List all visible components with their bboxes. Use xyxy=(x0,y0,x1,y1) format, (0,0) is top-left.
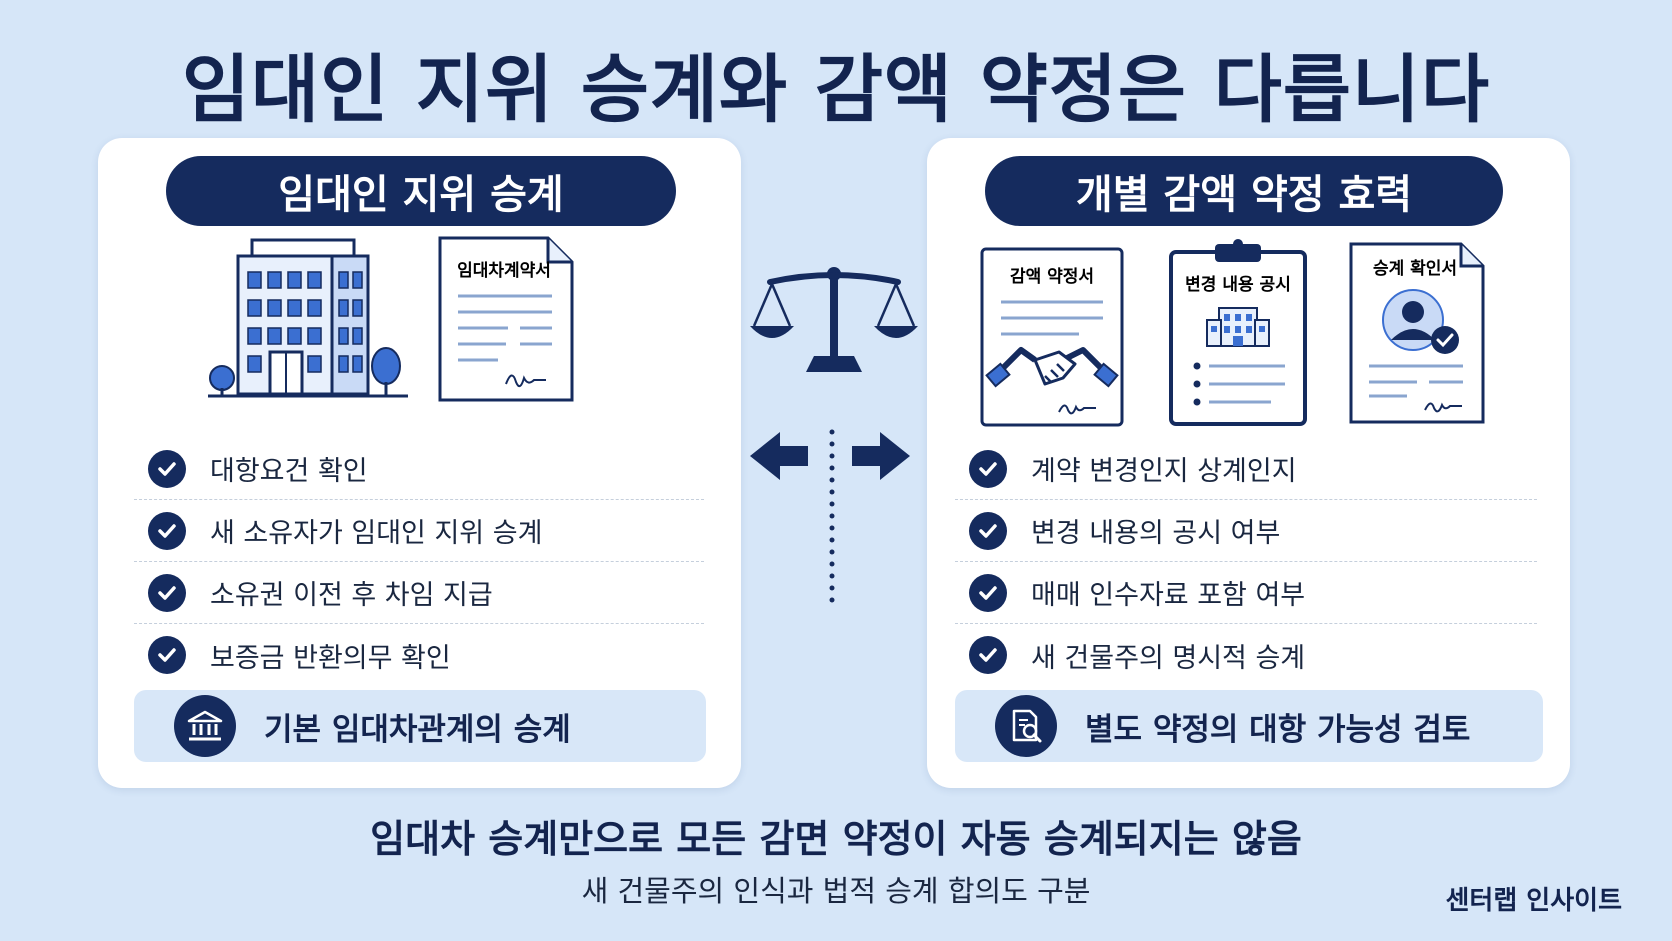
list-item-text: 소유권 이전 후 차임 지급 xyxy=(210,580,493,611)
clipboard-notice-icon: 변경 내용 공시 xyxy=(1169,239,1307,426)
list-item: 새 소유자가 임대인 지위 승계 xyxy=(134,500,704,562)
list-item: 매매 인수자료 포함 여부 xyxy=(955,562,1537,624)
check-circle-icon xyxy=(969,636,1007,674)
notice-label: 변경 내용 공시 xyxy=(1185,275,1291,295)
list-item-text: 새 건물주의 명시적 승계 xyxy=(1031,642,1306,674)
right-panel: 개별 감액 약정 효력 감액 약정서 변경 내용 공시 xyxy=(927,138,1570,788)
page-title: 임대인 지위 승계와 감액 약정은 다릅니다 xyxy=(181,47,1491,133)
check-circle-icon xyxy=(969,449,1007,488)
list-item: 대항요건 확인 xyxy=(134,438,704,500)
lease-document-label: 임대차계약서 xyxy=(457,260,551,281)
lease-document-icon: 임대차계약서 xyxy=(438,236,574,402)
succession-confirmation-document-icon: 승계 확인서 xyxy=(1349,242,1485,424)
left-panel-header: 임대인 지위 승계 xyxy=(166,156,676,226)
reduction-agreement-label: 감액 약정서 xyxy=(1010,266,1094,287)
list-item-text: 변경 내용의 공시 여부 xyxy=(1031,518,1281,549)
check-circle-icon xyxy=(969,511,1007,550)
list-item-text: 보증금 반환의무 확인 xyxy=(210,642,451,674)
list-item-text: 대항요건 확인 xyxy=(210,456,368,487)
check-circle-icon xyxy=(148,636,186,674)
reduction-agreement-document-icon: 감액 약정서 xyxy=(980,247,1124,427)
check-circle-icon xyxy=(148,449,186,488)
list-item: 변경 내용의 공시 여부 xyxy=(955,500,1537,562)
building-icon xyxy=(1206,307,1270,347)
list-item: 소유권 이전 후 차임 지급 xyxy=(134,562,704,624)
list-item: 계약 변경인지 상계인지 xyxy=(955,438,1537,500)
left-checklist: 대항요건 확인 새 소유자가 임대인 지위 승계 소유권 이전 후 차임 지급 … xyxy=(134,438,704,686)
handshake-icon xyxy=(985,347,1119,388)
left-summary: 기본 임대차관계의 승계 xyxy=(134,690,706,762)
list-item-text: 새 소유자가 임대인 지위 승계 xyxy=(210,518,543,549)
list-item-text: 계약 변경인지 상계인지 xyxy=(1031,456,1297,487)
right-checklist: 계약 변경인지 상계인지 변경 내용의 공시 여부 매매 인수자료 포함 여부 … xyxy=(955,438,1537,686)
footer-main-text: 임대차 승계만으로 모든 감면 약정이 자동 승계되지는 않음 xyxy=(370,817,1302,861)
list-item: 새 건물주의 명시적 승계 xyxy=(955,624,1537,686)
check-circle-icon xyxy=(969,573,1007,612)
check-circle-icon xyxy=(148,573,186,612)
bank-icon xyxy=(174,695,236,757)
document-search-icon xyxy=(995,695,1057,757)
center-graphic xyxy=(750,267,918,603)
footer-sub-text: 새 건물주의 인식과 법적 승계 합의도 구분 xyxy=(581,874,1091,908)
dotted-divider xyxy=(829,429,835,603)
user-verified-icon xyxy=(1382,289,1459,354)
left-summary-text: 기본 임대차관계의 승계 xyxy=(264,711,571,748)
building-icon xyxy=(208,238,408,398)
left-panel: 임대인 지위 승계 임대차계약서 xyxy=(98,138,741,788)
two-way-arrow-icon xyxy=(750,432,910,480)
right-panel-header: 개별 감액 약정 효력 xyxy=(985,156,1503,226)
check-circle-icon xyxy=(148,511,186,550)
list-item: 보증금 반환의무 확인 xyxy=(134,624,704,686)
right-summary: 별도 약정의 대항 가능성 검토 xyxy=(955,690,1543,762)
right-summary-text: 별도 약정의 대항 가능성 검토 xyxy=(1085,711,1471,748)
scale-icon xyxy=(750,267,918,372)
list-item-text: 매매 인수자료 포함 여부 xyxy=(1031,580,1306,611)
succession-confirmation-label: 승계 확인서 xyxy=(1373,259,1457,279)
brand-label: 센터랩 인사이트 xyxy=(1445,886,1623,916)
